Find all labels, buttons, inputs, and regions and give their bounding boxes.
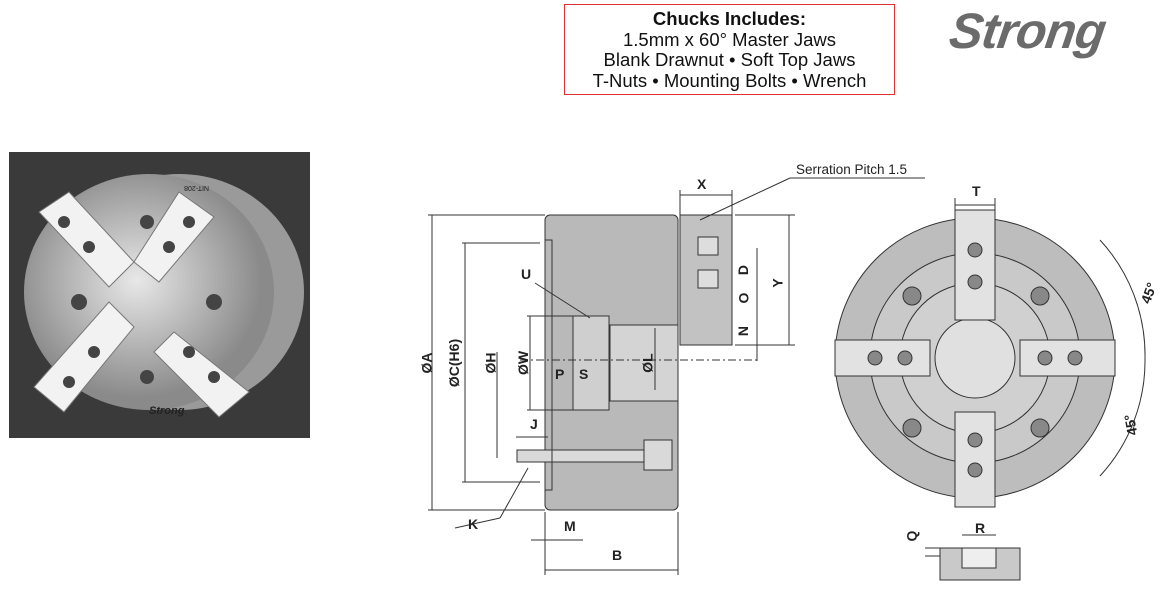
dim-c-label: ØC(H6): [446, 338, 463, 388]
dim-r-label: R: [975, 520, 986, 536]
strong-logo: Strong: [946, 3, 1110, 59]
includes-line: T-Nuts • Mounting Bolts • Wrench: [592, 69, 867, 91]
dim-h-label: ØH: [482, 352, 499, 374]
dim-b-label: B: [612, 547, 623, 563]
includes-line: Blank Drawnut • Soft Top Jaws: [603, 49, 856, 70]
dim-j-label: J: [530, 416, 538, 432]
angle-label-lower: 45°: [1120, 413, 1141, 437]
dim-l-label: ØL: [639, 353, 656, 373]
dim-u-label: U: [521, 266, 532, 282]
serration-pitch-label: Serration Pitch 1.5: [796, 162, 908, 177]
dim-n-label: N: [735, 325, 752, 337]
dim-q-label: Q: [903, 530, 920, 542]
dim-d-label: D: [735, 264, 752, 276]
dim-k-label: K: [468, 516, 479, 532]
dim-a-label: ØA: [418, 352, 435, 374]
dim-p-label: P: [555, 366, 565, 382]
photo-brand-text: Strong: [149, 405, 185, 417]
chuck-photo-image: Strong NIT-208: [24, 174, 304, 418]
chuck-photo: Strong NIT-208: [9, 152, 310, 438]
dim-s-label: S: [579, 366, 589, 382]
dim-x-label: X: [697, 176, 707, 192]
dim-o-label: O: [735, 292, 752, 304]
dim-w-label: ØW: [515, 350, 532, 376]
dim-m-label: M: [564, 518, 576, 534]
dim-y-label: Y: [769, 278, 786, 288]
dim-t-label: T: [972, 183, 981, 199]
angle-label-upper: 45°: [1137, 280, 1160, 306]
includes-line: 1.5mm x 60° Master Jaws: [622, 28, 836, 50]
includes-title: Chucks Includes:: [652, 8, 807, 29]
photo-jaw-marking: NIT-208: [184, 184, 209, 191]
chuck-includes-box: Chucks Includes: 1.5mm x 60° Master Jaws…: [564, 4, 895, 95]
